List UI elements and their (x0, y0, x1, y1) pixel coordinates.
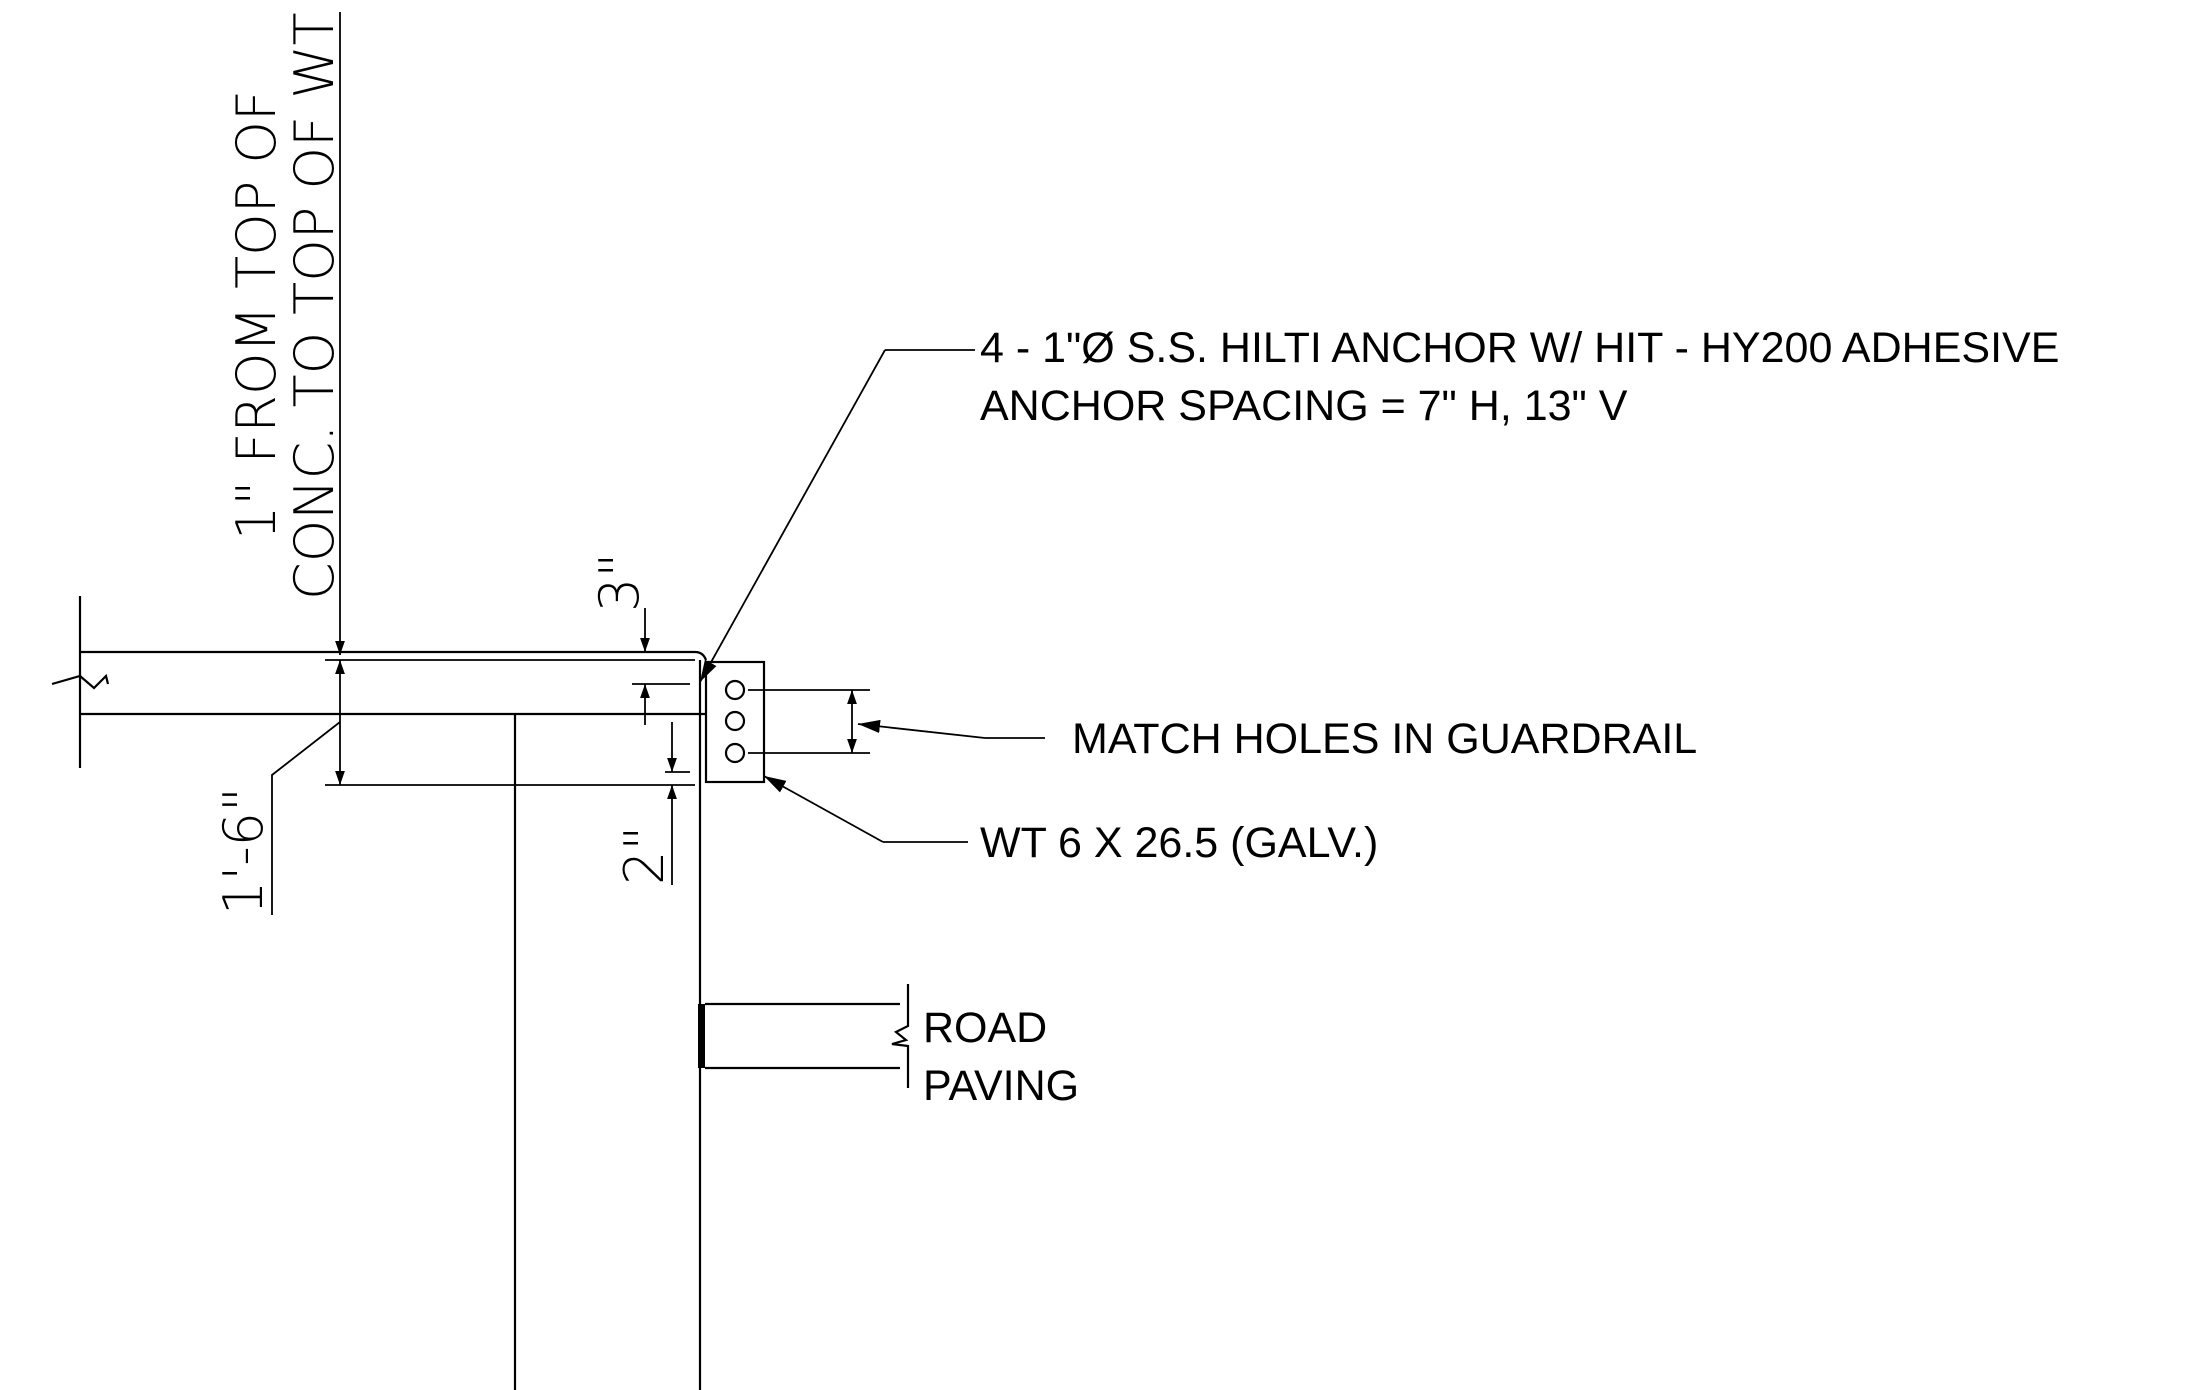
dim-2in-label: 2" (613, 826, 676, 885)
dim-3in-label: 3" (588, 553, 651, 612)
anchor-holes (724, 679, 746, 764)
road-note-line2: PAVING (923, 1062, 1079, 1110)
leader-wt (763, 775, 968, 843)
wt-section-note: WT 6 X 26.5 (GALV.) (980, 819, 1378, 867)
wt-section (698, 660, 766, 784)
vertical-note-line2: CONC. TO TOP OF WT (283, 12, 346, 600)
leader-anchor (699, 349, 975, 683)
dim-1ft6in: 1'-6" (212, 659, 695, 915)
match-holes-note: MATCH HOLES IN GUARDRAIL (1072, 715, 1697, 763)
concrete-slab (51, 596, 708, 768)
dim-hole-spacing (748, 689, 870, 754)
dim-3in: 3" (588, 553, 690, 725)
dim-vertical-note: 1" FROM TOP OF CONC. TO TOP OF WT (225, 12, 346, 655)
anchor-note-line1: 4 - 1"Ø S.S. HILTI ANCHOR W/ HIT - HY200… (980, 324, 2059, 372)
vertical-note-line1: 1" FROM TOP OF (225, 90, 288, 540)
dim-2in: 2" (613, 722, 690, 885)
dim-1ft6in-label: 1'-6" (212, 787, 275, 915)
road-note-line1: ROAD (923, 1004, 1047, 1052)
anchor-note-line2: ANCHOR SPACING = 7" H, 13" V (980, 382, 1628, 430)
leader-match-holes (857, 719, 1045, 739)
road-paving (698, 984, 910, 1088)
